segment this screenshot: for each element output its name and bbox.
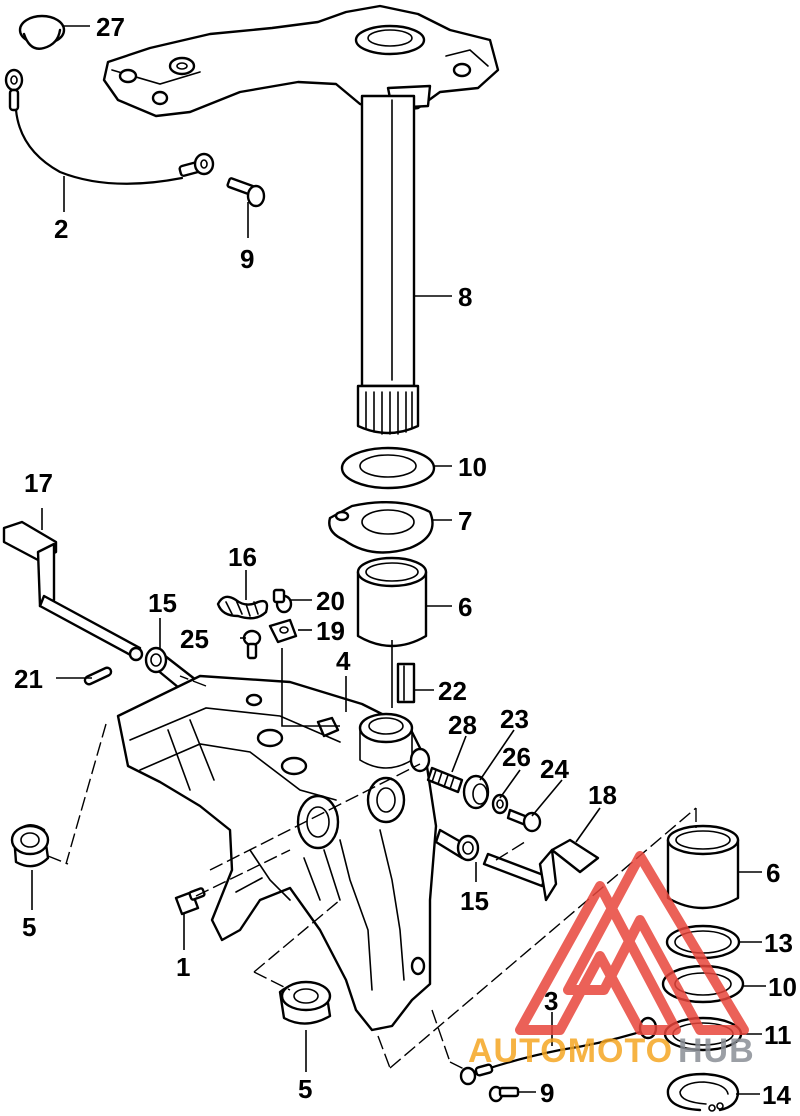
callout-17: 17 bbox=[24, 468, 53, 498]
part-14-snap-ring bbox=[666, 1072, 740, 1112]
part-22-key bbox=[396, 662, 416, 704]
callout-5-left: 5 bbox=[22, 912, 36, 942]
callout-20: 20 bbox=[316, 586, 345, 616]
callout-5-lower: 5 bbox=[298, 1074, 312, 1104]
part-23-knob bbox=[462, 774, 490, 810]
part-27-grommet bbox=[18, 14, 66, 50]
callout-6-upper: 6 bbox=[458, 592, 472, 622]
watermark-text-hub: HUB bbox=[678, 1032, 755, 1070]
part-1-grease-fitting bbox=[174, 887, 206, 916]
part-9-screw-lower bbox=[488, 1085, 520, 1103]
part-21-pin bbox=[83, 666, 113, 686]
callout-8: 8 bbox=[458, 282, 472, 312]
callout-23: 23 bbox=[500, 704, 529, 734]
callout-15-left: 15 bbox=[148, 588, 177, 618]
callout-9-top: 9 bbox=[240, 244, 254, 274]
callout-24: 24 bbox=[540, 754, 569, 784]
callout-10-right: 10 bbox=[768, 972, 797, 1002]
part-26-washer bbox=[491, 793, 509, 815]
part-2-ground-wire bbox=[4, 68, 215, 185]
callout-18: 18 bbox=[588, 780, 617, 810]
part-4-swivel-bracket bbox=[116, 674, 438, 1032]
callout-2: 2 bbox=[54, 214, 68, 244]
callout-22: 22 bbox=[438, 676, 467, 706]
part-25-screw bbox=[242, 629, 262, 660]
part-17-tilt-lever bbox=[2, 520, 144, 662]
part-16-spring bbox=[216, 595, 269, 620]
part-9-screw-top bbox=[226, 177, 266, 208]
part-28-spring bbox=[426, 766, 464, 794]
assembly-lines bbox=[47, 675, 697, 1071]
callout-28: 28 bbox=[448, 710, 477, 740]
leader-lines bbox=[31, 25, 766, 1095]
callout-9-lower: 9 bbox=[540, 1078, 554, 1108]
callout-11: 11 bbox=[764, 1020, 792, 1050]
callout-1: 1 bbox=[176, 952, 190, 982]
callout-21: 21 bbox=[14, 664, 43, 694]
part-20-screw bbox=[272, 588, 293, 614]
part-6-bushing-upper bbox=[356, 556, 428, 648]
callout-15-right: 15 bbox=[460, 886, 489, 916]
callout-3: 3 bbox=[544, 986, 558, 1016]
part-15-bushing-left bbox=[144, 646, 198, 694]
part-6-bushing-right bbox=[666, 824, 740, 910]
part-24-bolt bbox=[506, 808, 542, 833]
callout-14: 14 bbox=[762, 1080, 791, 1110]
callout-27: 27 bbox=[96, 12, 125, 42]
callout-10-top: 10 bbox=[458, 452, 487, 482]
callout-19: 19 bbox=[316, 616, 345, 646]
part-5-bushing-lower bbox=[278, 980, 332, 1025]
part-7-thrust-plate bbox=[328, 500, 434, 554]
callout-numbers: 27 2 9 8 10 7 17 16 20 6 15 25 19 4 21 2… bbox=[14, 12, 797, 1110]
part-10-washer-top bbox=[340, 446, 436, 490]
callout-7: 7 bbox=[458, 506, 472, 536]
callout-4: 4 bbox=[336, 646, 351, 676]
callout-26: 26 bbox=[502, 742, 531, 772]
automotohub-watermark: AUTOMOTO HUB bbox=[468, 851, 755, 1070]
watermark-text-automoto: AUTOMOTO bbox=[468, 1032, 673, 1070]
callout-25: 25 bbox=[180, 624, 209, 654]
part-8-steering-shaft bbox=[102, 4, 500, 435]
part-19-clip bbox=[268, 618, 298, 644]
part-18-lever bbox=[482, 838, 600, 902]
callout-13: 13 bbox=[764, 928, 793, 958]
part-5-bushing-left bbox=[10, 824, 50, 868]
callout-6-right: 6 bbox=[766, 858, 780, 888]
part-15-bushing-right bbox=[434, 828, 480, 862]
callout-16: 16 bbox=[228, 542, 257, 572]
